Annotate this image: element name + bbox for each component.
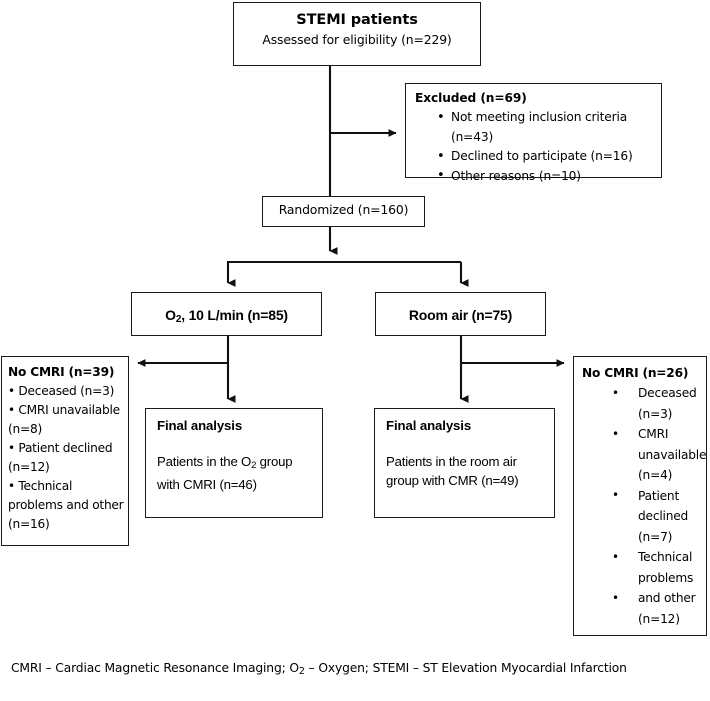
final-analysis-header-oxygen: Final analysis — [157, 418, 243, 433]
list-item: Patient declined (n=12) — [8, 439, 124, 477]
no-cmri-list-room-air: Deceased (n=3) CMRI unavailable (n=4) Pa… — [580, 383, 706, 629]
final-analysis-box-room-air: Final analysis Patients in the room air … — [374, 408, 555, 518]
list-item: Deceased (n=3) — [8, 382, 124, 401]
abbreviations-footnote: CMRI – Cardiac Magnetic Resonance Imagin… — [11, 653, 701, 687]
list-item: Declined to participate (n=16) — [437, 147, 655, 167]
list-item: Deceased (n=3) — [612, 383, 702, 424]
list-item: Technical problems and other (n=16) — [8, 477, 124, 534]
excluded-box: Excluded (n=69) Not meeting inclusion cr… — [405, 83, 662, 185]
list-item: and other (n=12) — [612, 588, 702, 629]
final-analysis-body-oxygen-subscript: 2 — [251, 460, 257, 471]
arm-box-room-air: Room air (n=75) — [375, 292, 546, 336]
final-analysis-header-room-air: Final analysis — [386, 418, 472, 433]
list-item: CMRI unavailable (n=8) — [8, 401, 124, 439]
arm-label-room-air: Room air (n=75) — [376, 293, 545, 337]
final-analysis-body-oxygen: Patients in the O2 group with CMRI (n=46… — [157, 452, 314, 494]
arm-label-room-air-text: Room air (n=75) — [408, 307, 513, 323]
no-cmri-box-oxygen: No CMRI (n=39) Deceased (n=3) CMRI unava… — [1, 356, 129, 546]
no-cmri-header-oxygen: No CMRI (n=39) — [8, 365, 115, 379]
arm-box-oxygen: O2, 10 L/min (n=85) — [131, 292, 322, 336]
excluded-reason-list: Not meeting inclusion criteria (n=43) De… — [415, 108, 655, 186]
list-item: Patient declined (n=7) — [612, 485, 702, 548]
arm-label-oxygen-subscript: 2 — [175, 314, 182, 325]
list-item: Not meeting inclusion criteria (n=43) — [437, 108, 655, 147]
list-item: CMRI unavailable (n=4) — [612, 424, 706, 486]
final-analysis-body-room-air: Patients in the room air group with CMR … — [386, 452, 546, 490]
final-analysis-body-oxygen-post: group with CMRI (n=46) — [157, 454, 293, 492]
final-analysis-body-oxygen-pre: Patients in the O — [157, 454, 252, 469]
footnote-part-1: CMRI – Cardiac Magnetic Resonance Imagin… — [11, 661, 299, 675]
no-cmri-box-room-air: No CMRI (n=26) Deceased (n=3) CMRI unava… — [573, 356, 707, 636]
footnote-part-2: – Oxygen; STEMI – ST Elevation Myocardia… — [304, 661, 627, 675]
arm-label-oxygen: O2, 10 L/min (n=85) — [132, 293, 321, 342]
excluded-header: Excluded (n=69) — [415, 91, 527, 105]
no-cmri-header-room-air: No CMRI (n=26) — [582, 366, 689, 380]
randomized-label: Randomized (n=160) — [278, 202, 409, 217]
arm-label-oxygen-post: , 10 L/min (n=85) — [181, 307, 288, 323]
final-analysis-box-oxygen: Final analysis Patients in the O2 group … — [145, 408, 323, 518]
footnote-subscript: 2 — [298, 666, 305, 677]
list-item: Technical problems — [612, 547, 702, 588]
list-item: Other reasons (n=10) — [437, 166, 655, 187]
final-analysis-body-room-air-text: Patients in the room air group with CMR … — [386, 454, 519, 488]
arm-label-oxygen-pre: O — [165, 307, 176, 323]
randomized-box: Randomized (n=160) — [262, 196, 425, 227]
enrollment-title: STEMI patients — [296, 12, 418, 28]
enrollment-box: STEMI patients Assessed for eligibility … — [233, 2, 481, 66]
enrollment-subtitle: Assessed for eligibility (n=229) — [262, 32, 452, 47]
